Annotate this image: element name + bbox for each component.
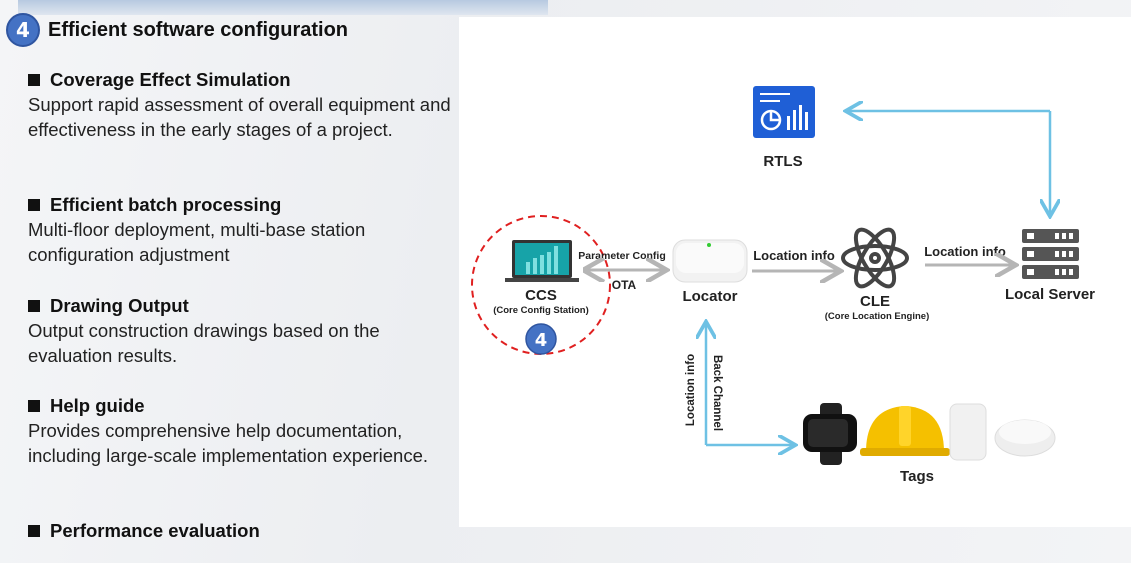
location-info-label-1: Location info [753, 248, 835, 263]
slide-title: Efficient software configuration [48, 18, 349, 41]
bullet-square-icon [28, 73, 40, 86]
local-server-label: Local Server [1005, 286, 1095, 303]
section-body: Provides comprehensive help documentatio… [28, 420, 429, 466]
number-badge: 4 [6, 13, 40, 47]
ota-label: OTA [612, 278, 637, 292]
section-body: Multi-floor deployment, multi-base stati… [28, 219, 366, 265]
section-title: Performance evaluation [50, 520, 260, 541]
rtls-dashboard-icon [753, 86, 815, 138]
section-title: Help guide [50, 395, 145, 416]
locator-device-icon [672, 239, 748, 283]
server-rack-icon [1022, 229, 1079, 279]
back-channel-label: Back Channel [711, 355, 723, 431]
top-decoration-bar [18, 0, 548, 15]
section-body: Support rapid assessment of overall equi… [28, 94, 451, 140]
tags-label: Tags [900, 468, 934, 485]
ccs-label: CCS [525, 287, 557, 304]
puck-tag-icon [994, 419, 1056, 457]
section-title: Efficient batch processing [50, 194, 282, 215]
section-performance: Performance evaluation [28, 518, 458, 543]
bullet-square-icon [28, 524, 40, 537]
parameter-config-label: Parameter Config [578, 250, 666, 262]
section-body: Output construction drawings based on th… [28, 320, 380, 366]
slide-heading: 4 Efficient software configuration [6, 13, 348, 47]
section-help: Help guide Provides comprehensive help d… [28, 393, 448, 468]
section-drawing: Drawing Output Output construction drawi… [28, 293, 428, 368]
ccs-subtitle: (Core Config Station) [493, 305, 589, 316]
atom-icon [841, 227, 909, 289]
location-info-label-2: Location info [924, 244, 1006, 259]
section-title: Drawing Output [50, 295, 189, 316]
locator-label: Locator [682, 288, 737, 305]
cle-label: CLE [860, 293, 890, 310]
bullet-square-icon [28, 198, 40, 211]
ccs-number-badge [525, 323, 557, 355]
rtls-label: RTLS [763, 153, 802, 170]
bullet-square-icon [28, 299, 40, 312]
section-coverage: Coverage Effect Simulation Support rapid… [28, 67, 458, 142]
ccs-badge-number: 4 [535, 330, 548, 351]
laptop-icon [505, 240, 579, 282]
helmet-tag-icon [860, 406, 950, 456]
location-info-vertical-label: Location info [685, 354, 697, 426]
card-tag-icon [949, 403, 987, 461]
cle-subtitle: (Core Location Engine) [825, 311, 930, 322]
smartwatch-tag-icon [803, 403, 857, 465]
section-batch: Efficient batch processing Multi-floor d… [28, 192, 428, 267]
bullet-square-icon [28, 399, 40, 412]
section-title: Coverage Effect Simulation [50, 69, 291, 90]
